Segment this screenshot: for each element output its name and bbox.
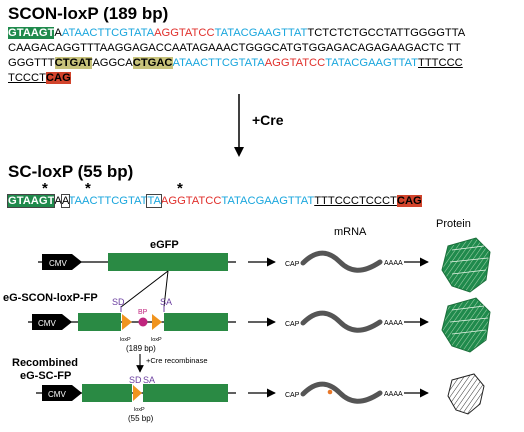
seq-segment: GTAAGT (6, 194, 56, 208)
seq-segment: TCTCTCTGCCTATTGGGGTTA (307, 27, 466, 39)
sa-label-1: SA (160, 297, 172, 307)
mrna-3 (300, 381, 383, 404)
seq-segment: A (54, 195, 62, 207)
seq-segment: A (54, 27, 62, 39)
cap-label-1: CAP (285, 261, 300, 268)
sc-construct-label-1: Recombined (12, 357, 79, 369)
cmv-label-1: CMV (49, 259, 67, 268)
sc-size-label: (55 bp) (128, 414, 154, 423)
scon-seq-line-2: CAAGACAGGTTTAAGGAGACCAATAGAAACTGGGCATGTG… (8, 42, 461, 54)
cmv-promoter-2 (32, 314, 72, 330)
polya-label-1: AAAA (384, 260, 403, 267)
cmv-promoter-3 (42, 385, 82, 401)
seq-segment: TTTCCC (418, 57, 463, 69)
sc-loxp-title: SC-loxP (55 bp) (8, 162, 134, 181)
mrna-2 (300, 310, 383, 333)
protein-3-icon (447, 373, 485, 415)
scon-exon-right (164, 313, 228, 331)
sc-construct: CMV SD SA loxP (55 bp) CAP AAAA (36, 373, 485, 423)
loxp-label-2: loxP (134, 407, 145, 413)
scon-seq-line-3: GGGTTTCTGATAGGCACTGACATAACTTCGTATAAGGTAT… (8, 57, 463, 70)
cap-label-2: CAP (285, 321, 300, 328)
seq-segment: AGGTATCC (264, 57, 326, 69)
sd-label-2: SD (129, 375, 142, 385)
mrna-1 (300, 250, 383, 273)
cmv-label-3: CMV (48, 390, 66, 399)
seq-segment: CAG (396, 195, 422, 207)
seq-segment: CAG (45, 72, 71, 84)
seq-segment: GGGTTT (8, 57, 55, 69)
mutation-star-3: * (177, 180, 183, 197)
seq-segment: TATACGAAGTTAT (325, 57, 419, 69)
sc-construct-label-2: eG-SC-FP (20, 370, 72, 382)
mrna-column-label: mRNA (334, 226, 367, 238)
scon-seq-line-1: GTAAGTAATAACTTCGTATAAGGTATCCTATACGAAGTTA… (8, 27, 465, 40)
seq-segment: A (60, 194, 70, 208)
seq-segment: TA (146, 194, 162, 208)
seq-segment: TCCCT (8, 72, 46, 84)
loxp-left-icon (122, 314, 132, 330)
seq-segment: CTGAC (132, 57, 173, 69)
branch-point-icon (138, 317, 148, 327)
seq-segment: ATAACTTCGTATA (172, 57, 265, 69)
seq-segment: TATACGAAGTTAT (221, 195, 315, 207)
cap-label-3: CAP (285, 392, 300, 399)
loxp-label-1a: loxP (120, 337, 131, 343)
seq-segment: TTTCCCTCCCT (314, 195, 397, 207)
mutation-star-1: * (42, 180, 48, 197)
seq-segment: AGGTATCC (154, 27, 215, 39)
seq-segment: TAACTTCGTAT (68, 195, 148, 207)
egfp-construct: CMV eGFP CAP AAAA (38, 237, 491, 308)
sc-seq-line: GTAAGTAATAACTTCGTATTAAGGTATCCTATACGAAGTT… (6, 194, 422, 208)
cre-recombinase-label: +Cre recombinase (146, 356, 208, 365)
egfp-label: eGFP (150, 239, 179, 251)
scon-construct: CMV SD BP SA loxP loxP (189 bp) CAP AAAA (28, 297, 491, 353)
polya-label-2: AAAA (384, 320, 403, 327)
scon-seq-line-4: TCCCTCAG (8, 72, 71, 85)
seq-segment: TATACGAAGTTAT (214, 27, 308, 39)
protein-1-icon (441, 237, 491, 293)
bp-label: BP (138, 309, 148, 316)
loxp-label-1b: loxP (151, 337, 162, 343)
loxp-right-icon (152, 314, 162, 330)
seq-segment: ATAACTTCGTATA (61, 27, 155, 39)
cre-label: +Cre (252, 112, 284, 128)
protein-2-icon (441, 297, 491, 353)
egfp-exon (108, 253, 228, 271)
scon-construct-label: eG-SCON-loxP-FP (3, 292, 98, 304)
sa-label-2: SA (143, 375, 155, 385)
cmv-promoter-1 (42, 254, 82, 270)
sd-label-1: SD (112, 297, 125, 307)
loxp-single-icon (133, 385, 142, 401)
scon-exon-left (78, 313, 121, 331)
mrna-scar-mark (327, 389, 333, 395)
polya-label-3: AAAA (384, 391, 403, 398)
protein-column-label: Protein (436, 218, 471, 230)
scon-loxp-title: SCON-loxP (189 bp) (8, 4, 169, 23)
scon-size-label: (189 bp) (126, 344, 156, 353)
seq-segment: CTGAT (54, 57, 93, 69)
cmv-label-2: CMV (38, 319, 56, 328)
sc-exon-left (82, 384, 132, 402)
seq-segment: AGGTATCC (160, 195, 222, 207)
cre-arrow (234, 94, 244, 157)
mutation-star-2: * (85, 180, 91, 197)
seq-segment: GTAAGT (8, 27, 55, 39)
sc-exon-right (143, 384, 228, 402)
seq-segment: AGGCA (92, 57, 133, 69)
